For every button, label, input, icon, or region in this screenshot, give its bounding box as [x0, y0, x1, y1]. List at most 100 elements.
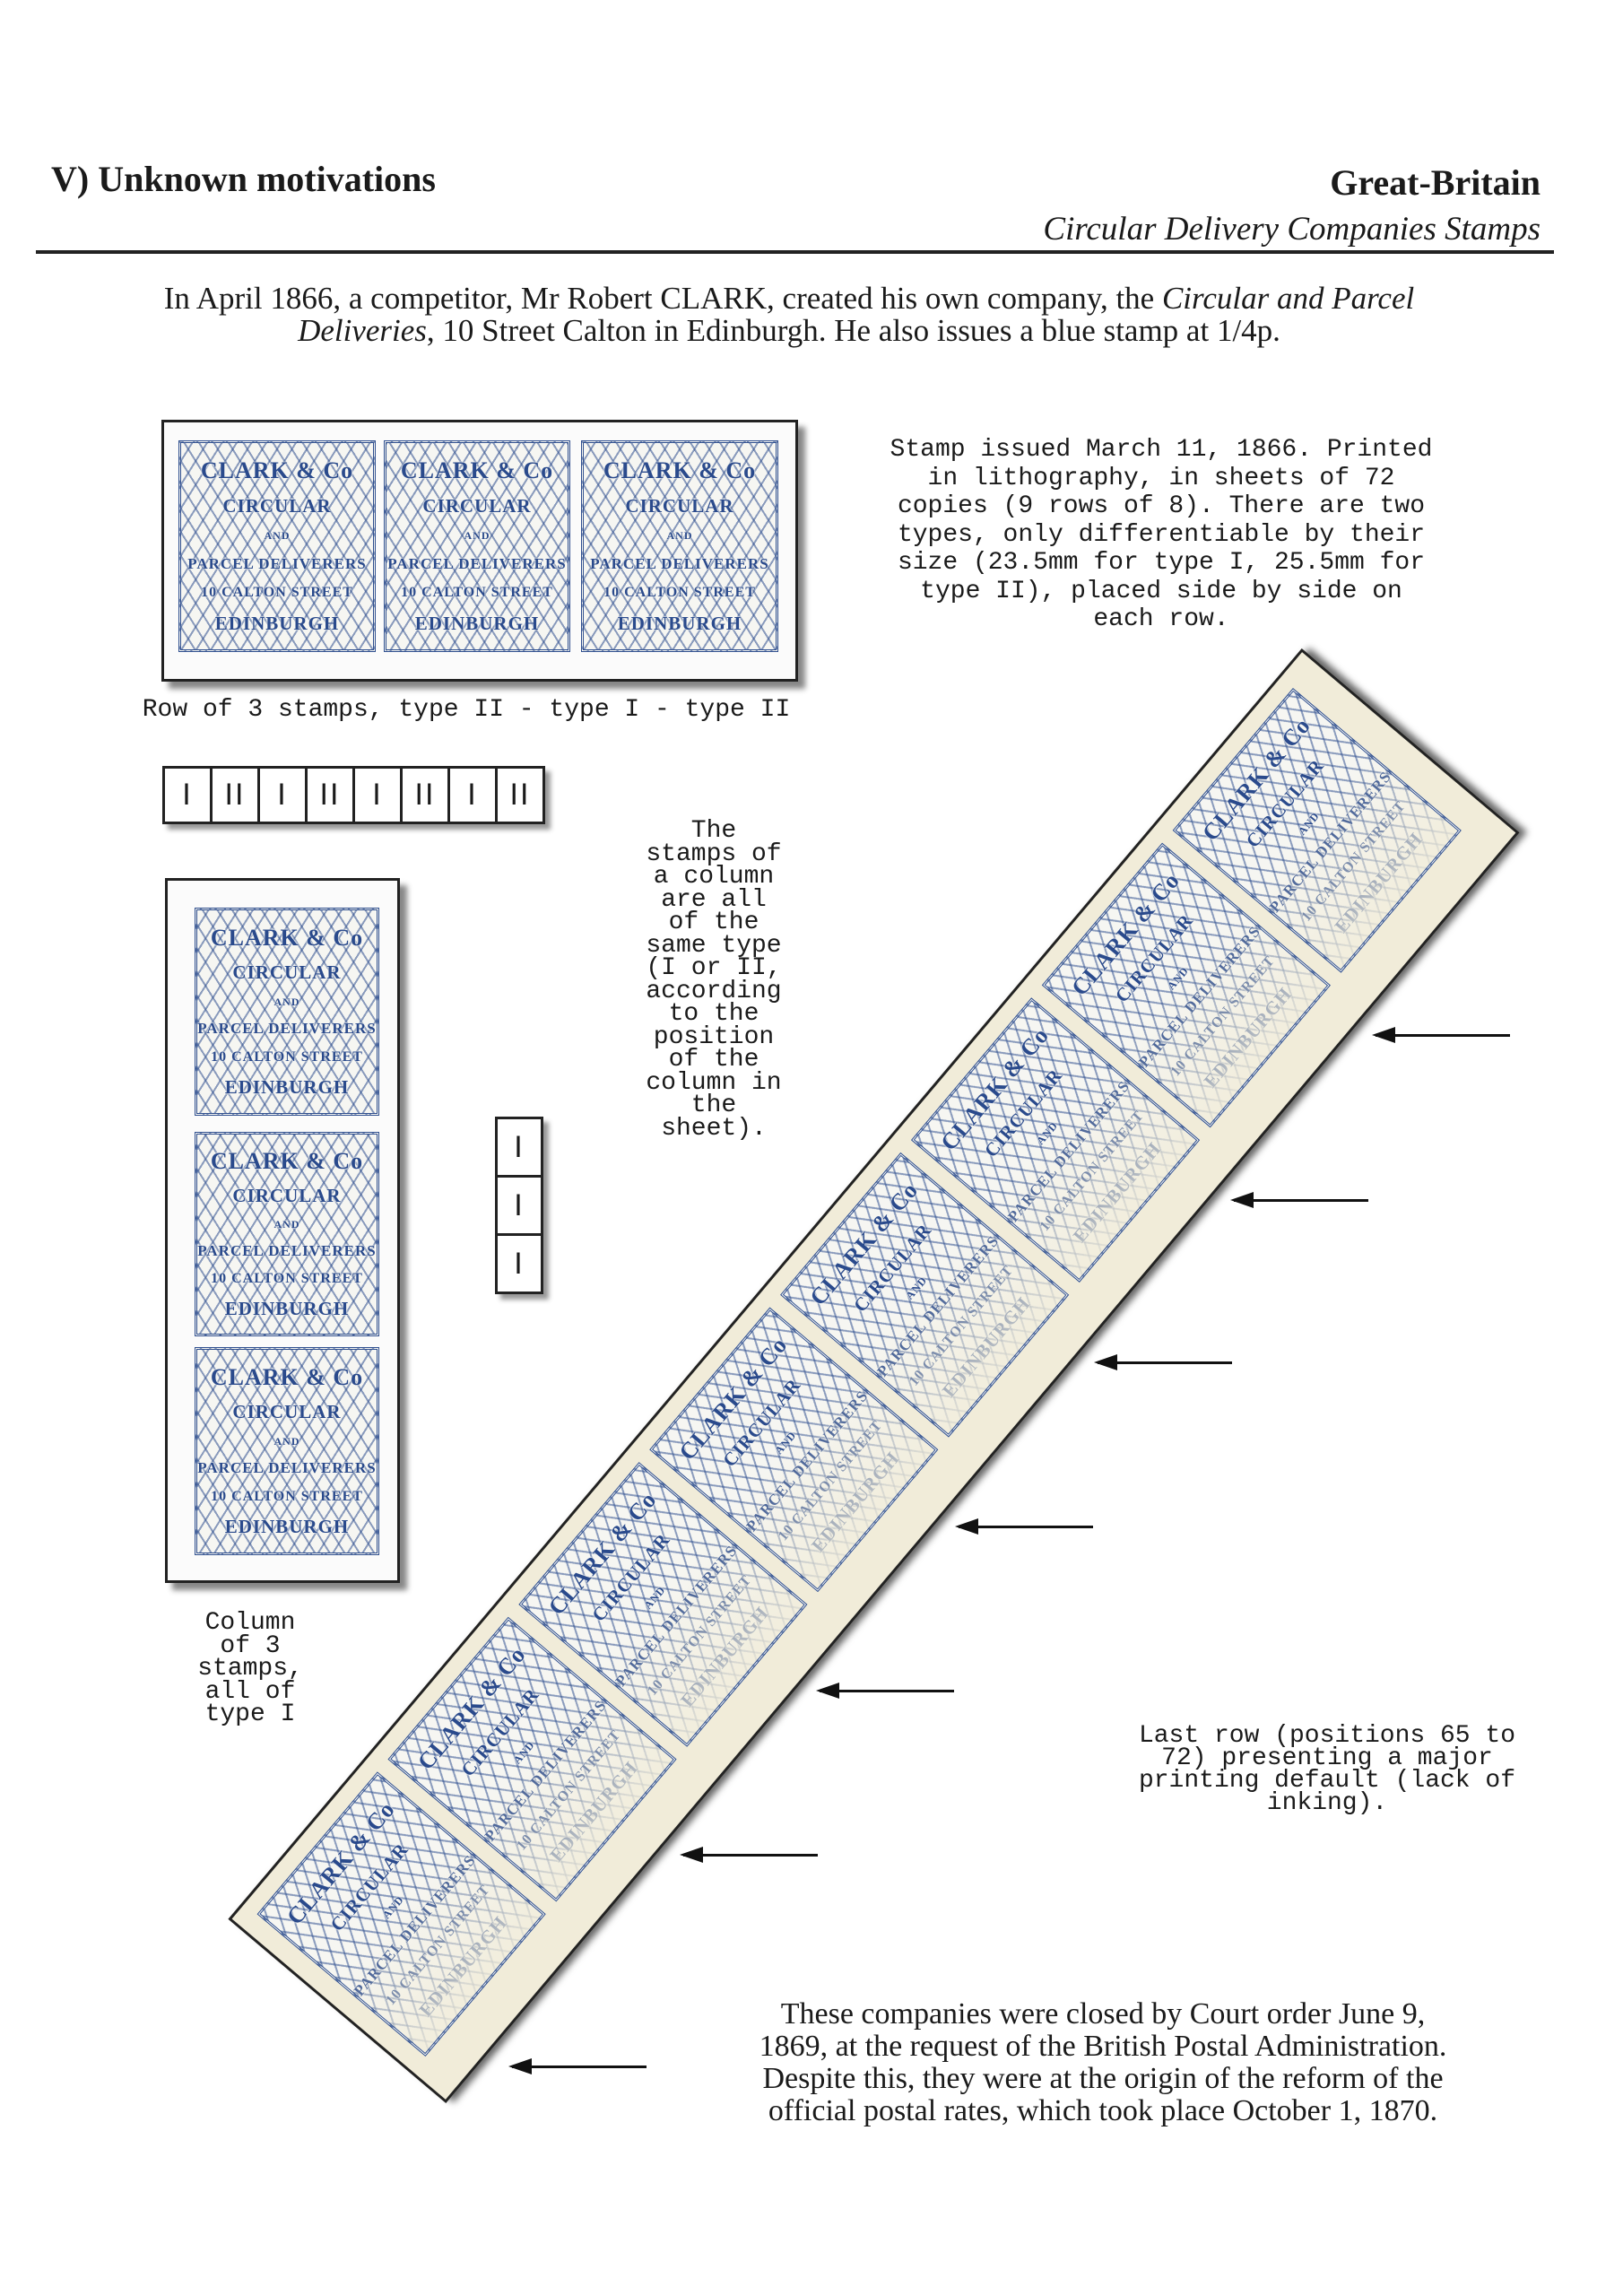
- stamp-inscription-line: AND: [273, 995, 300, 1008]
- stamp-inscription-line: CLARK & Co: [400, 457, 554, 484]
- type-cell: I: [514, 1246, 525, 1281]
- last-row-note: Last row (positions 65 to 72) presenting…: [1138, 1722, 1516, 1817]
- stamp-inscription-line: 10 CALTON STREET: [1167, 952, 1279, 1080]
- type-cell: II: [308, 769, 355, 822]
- stamp: CLARK & Co CIRCULAR AND PARCEL DELIVERERS 10…: [195, 1347, 379, 1555]
- intro-paragraph: In April 1866, a competitor, Mr Robert C…: [161, 283, 1417, 347]
- stamp-inscription-line: CLARK & Co: [200, 457, 354, 484]
- stamp-inscription-line: AND: [641, 1583, 668, 1612]
- page-subtitle: Circular Delivery Companies Stamps: [1043, 211, 1541, 248]
- stamp-inscription-line: 10 CALTON STREET: [401, 584, 553, 600]
- stamp-inscription-line: EDINBURGH: [1199, 982, 1297, 1092]
- column-caption: Column of 3 stamps, all of type I: [197, 1609, 303, 1728]
- stamp: CLARK & Co CIRCULAR AND PARCEL DELIVERERS 10…: [384, 440, 570, 652]
- stamp-inscription-line: 10 CALTON STREET: [906, 1263, 1017, 1389]
- arrow-left-icon: [680, 1847, 818, 1863]
- stamp-inscription-line: CIRCULAR: [625, 495, 734, 517]
- stamp-inscription-line: 10 CALTON STREET: [211, 1488, 363, 1504]
- arrow-left-icon: [816, 1683, 954, 1699]
- type-cell: I: [498, 1178, 541, 1236]
- stamp-description: Stamp issued March 11, 1866. Printed in …: [890, 436, 1433, 633]
- type-cell: I: [165, 769, 213, 822]
- stamp-inscription-line: CLARK & Co: [210, 924, 364, 951]
- stamp-inscription-line: PARCEL DELIVERERS: [197, 1459, 377, 1477]
- stamp-inscription-line: 10 CALTON STREET: [211, 1270, 363, 1286]
- stamp-inscription-line: AND: [1033, 1118, 1061, 1147]
- stamp: CLARK & Co CIRCULAR AND PARCEL DELIVERERS 10…: [195, 908, 379, 1116]
- stamp-inscription-line: 10 CALTON STREET: [775, 1417, 886, 1544]
- stamp-inscription-line: AND: [1164, 963, 1192, 993]
- type-cell: I: [450, 769, 498, 822]
- type-cell: II: [509, 778, 531, 812]
- stamp-inscription-line: CIRCULAR: [422, 495, 532, 517]
- stamp-inscription-line: EDINBURGH: [414, 1911, 512, 2021]
- stamp-inscription-line: AND: [902, 1274, 930, 1302]
- header-divider: [36, 250, 1554, 254]
- stamp: CLARK & Co CIRCULAR AND PARCEL DELIVERERS 10…: [581, 440, 778, 652]
- type-cell: I: [355, 769, 403, 822]
- stamp-inscription-line: 10 CALTON STREET: [1298, 798, 1410, 925]
- type-cell: II: [213, 769, 260, 822]
- stamp-inscription-line: 10 CALTON STREET: [603, 584, 756, 600]
- stamp-inscription-line: 10 CALTON STREET: [211, 1048, 363, 1065]
- column-of-stamps-frame: CLARK & Co CIRCULAR AND PARCEL DELIVERERS 10…: [165, 878, 400, 1583]
- stamp-inscription-line: EDINBURGH: [807, 1447, 904, 1557]
- stamp-inscription-line: AND: [273, 1218, 300, 1231]
- stamp-inscription-line: PARCEL DELIVERERS: [197, 1020, 377, 1038]
- stamp-inscription-line: AND: [666, 529, 693, 543]
- stamp-inscription-line: 10 CALTON STREET: [514, 1726, 624, 1854]
- stamp-inscription-line: EDINBURGH: [1068, 1137, 1166, 1247]
- stamp-inscription-line: CLARK & Co: [210, 1148, 364, 1175]
- stamp-inscription-line: PARCEL DELIVERERS: [187, 554, 367, 572]
- stamp-inscription-line: EDINBURGH: [545, 1757, 643, 1866]
- stamp-inscription-line: EDINBURGH: [617, 612, 742, 634]
- stamp-inscription-line: CIRCULAR: [232, 1401, 342, 1423]
- stamp-inscription-line: 10 CALTON STREET: [1037, 1108, 1148, 1235]
- company-name: Circular and Parcel Deliveries: [298, 281, 1415, 348]
- stamp-inscription-line: 10 CALTON STREET: [383, 1882, 493, 2009]
- stamp-inscription-line: EDINBURGH: [938, 1292, 1035, 1402]
- stamp-inscription-line: AND: [510, 1737, 537, 1767]
- stamp-inscription-line: AND: [273, 1434, 300, 1448]
- type-cell: I: [260, 769, 308, 822]
- stamp-inscription-line: EDINBURGH: [224, 1076, 350, 1099]
- stamp-inscription-line: CIRCULAR: [222, 495, 332, 517]
- stamp-inscription-line: CLARK & Co: [603, 457, 757, 484]
- stamp-inscription-line: EDINBURGH: [1330, 828, 1428, 937]
- stamp-inscription-line: 10 CALTON STREET: [645, 1572, 755, 1699]
- stamp-inscription-line: EDINBURGH: [414, 612, 540, 634]
- section-title: V) Unknown motivations: [51, 159, 436, 199]
- type-cell: II: [403, 769, 450, 822]
- closing-paragraph: These companies were closed by Court ord…: [759, 1997, 1447, 2127]
- intro-part1: In April 1866, a competitor, Mr Robert C…: [163, 281, 1162, 316]
- stamp-inscription-line: EDINBURGH: [676, 1602, 774, 1711]
- stamp-inscription-line: PARCEL DELIVERERS: [590, 554, 769, 572]
- arrow-left-icon: [1230, 1192, 1368, 1208]
- stamp-inscription-line: AND: [464, 529, 490, 543]
- stamp-inscription-line: CLARK & Co: [210, 1363, 364, 1390]
- stamp-inscription-line: CIRCULAR: [232, 961, 342, 984]
- stamp-inscription-line: EDINBURGH: [214, 612, 340, 634]
- intro-part2: , 10 Street Calton in Edinburgh. He also…: [426, 313, 1280, 348]
- arrow-left-icon: [1094, 1354, 1232, 1370]
- stamp-inscription-line: EDINBURGH: [224, 1297, 350, 1319]
- column-note: The stamps of a column are all of the sa…: [646, 817, 782, 1143]
- arrow-left-icon: [508, 2058, 647, 2074]
- stamp-inscription-line: AND: [772, 1428, 799, 1457]
- stamp-inscription-line: 10 CALTON STREET: [201, 584, 353, 600]
- type-cell: I: [498, 1119, 541, 1178]
- stamp-inscription-line: PARCEL DELIVERERS: [387, 554, 567, 572]
- stamp-inscription-line: AND: [379, 1892, 406, 1921]
- stamp-inscription-line: CIRCULAR: [232, 1185, 342, 1207]
- stamp-inscription-line: AND: [1295, 809, 1322, 838]
- arrow-left-icon: [1372, 1027, 1510, 1043]
- arrow-left-icon: [955, 1518, 1093, 1535]
- stamp-inscription-line: EDINBURGH: [224, 1516, 350, 1538]
- country-heading: Great-Britain: [1330, 162, 1541, 203]
- row-caption: Row of 3 stamps, type II - type I - type…: [142, 696, 791, 724]
